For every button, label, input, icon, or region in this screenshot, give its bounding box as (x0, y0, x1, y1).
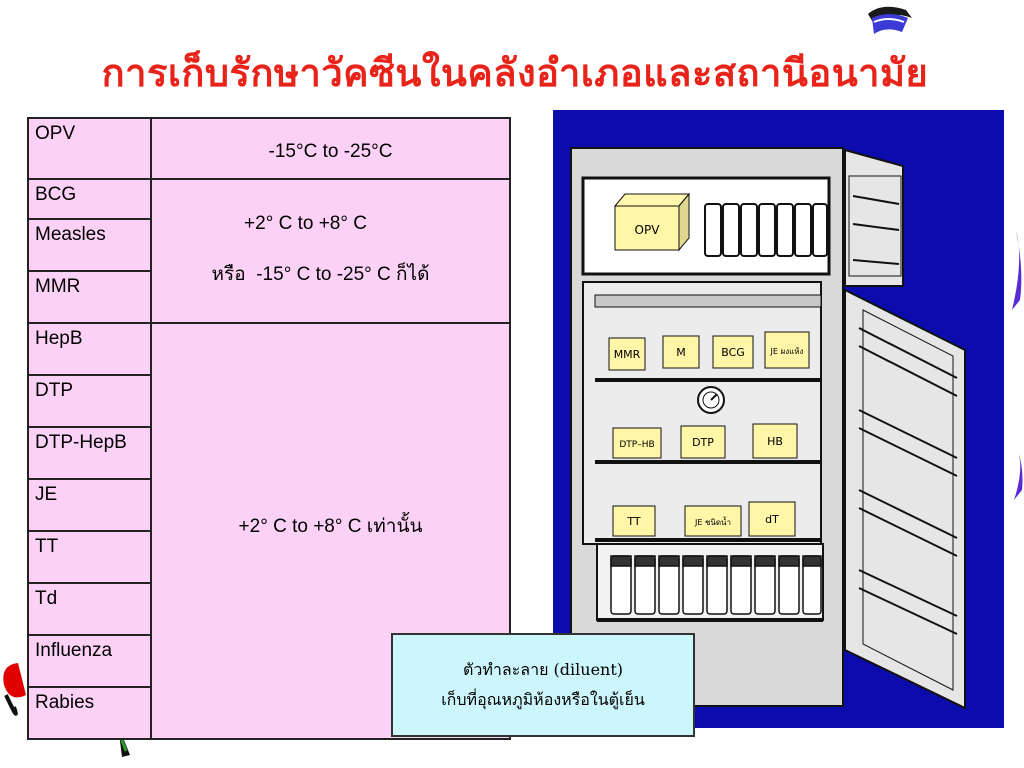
vaccine-name-cell: JE (27, 478, 152, 532)
storage-temp-text: -15°C to -25°C (268, 140, 393, 162)
thermometer-dial-icon (697, 386, 725, 414)
ribbon-clipart-icon (1012, 230, 1023, 500)
vaccine-name-cell: DTP-HepB (27, 426, 152, 480)
storage-temp-alt-text: หรือ -15° C to -25° C ก็ได้ (211, 263, 430, 285)
vaccine-storage-table: OPV -15°C to -25°C BCG +2° C to +8° C หร… (27, 117, 511, 740)
fridge-label: BCG (721, 346, 745, 359)
diluent-note-box: ตัวทำละลาย (diluent) เก็บที่อุณหภูมิห้อง… (391, 633, 695, 737)
book-clipart-icon (868, 6, 912, 34)
vaccine-name-cell: BCG (27, 178, 152, 220)
note-line-1: ตัวทำละลาย (diluent) (462, 660, 624, 679)
fridge-shelf-3: TT JE ชนิดน้ำ dT (612, 501, 796, 537)
storage-temp-cell: -15°C to -25°C (150, 117, 511, 180)
fridge-label: DTP (692, 436, 714, 449)
fridge-label: OPV (635, 223, 661, 237)
fridge-freezer-door (844, 148, 904, 287)
fridge-label: JE ชนิดน้ำ (694, 516, 731, 527)
fridge-label: M (676, 346, 686, 359)
page-title: การเก็บรักษาวัคซีนในคลังอำเภอและสถานีอนา… (101, 51, 929, 95)
vaccine-name-cell: Td (27, 582, 152, 636)
vaccine-name-cell: Measles (27, 218, 152, 272)
vial-row-top (704, 203, 828, 257)
note-line-2: เก็บที่อุณหภูมิห้องหรือในตู้เย็น (441, 690, 645, 709)
fridge-label: DTP–HB (619, 440, 654, 450)
vaccine-name-cell: Influenza (27, 634, 152, 688)
vaccine-name-cell: TT (27, 530, 152, 584)
storage-temp-text: +2° C to +8° C (244, 213, 367, 234)
fridge-box-opv: OPV (613, 192, 691, 252)
vaccine-name-cell: MMR (27, 270, 152, 324)
fridge-label: dT (765, 513, 779, 526)
vial-row-bottom (610, 555, 822, 615)
vaccine-name-cell: DTP (27, 374, 152, 428)
fridge-label: HB (767, 435, 783, 448)
storage-temp-cell: +2° C to +8° C หรือ -15° C to -25° C ก็ไ… (150, 178, 511, 324)
fridge-shelf-2: DTP–HB DTP HB (612, 423, 798, 459)
fridge-label: TT (626, 515, 641, 528)
refrigerator-illustration: OPV MMR M BCG JE ผงแห้ง (553, 110, 1004, 728)
fridge-label: JE ผงแห้ง (770, 347, 804, 356)
fridge-shelf-1: MMR M BCG JE ผงแห้ง (608, 331, 810, 371)
fridge-label: MMR (614, 348, 641, 361)
vaccine-name-cell: OPV (27, 117, 152, 180)
pencil-clipart-icon (3, 663, 130, 757)
vaccine-name-cell: HepB (27, 322, 152, 376)
storage-temp-text: +2° C to +8° C เท่านั้น (238, 515, 423, 537)
fridge-main-door (844, 288, 966, 710)
vaccine-name-cell: Rabies (27, 686, 152, 740)
